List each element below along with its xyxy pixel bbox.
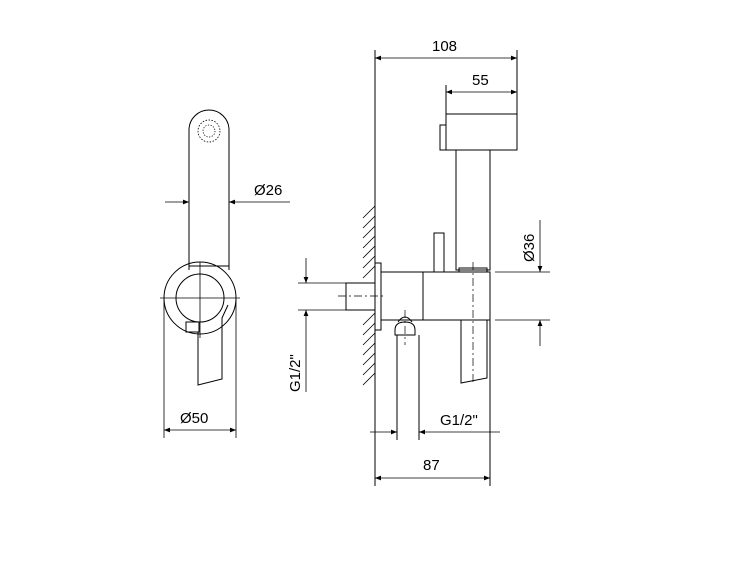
dim-87: 87 <box>423 457 440 474</box>
hose-side <box>197 304 229 386</box>
side-view: Ø26 Ø50 <box>160 109 290 438</box>
hose-front <box>460 320 488 384</box>
dim-diameter-50: Ø50 <box>180 410 208 427</box>
valve-body <box>380 271 491 321</box>
dim-diameter-36: Ø36 <box>521 234 538 262</box>
dim-outlet-thread: G1/2" <box>440 412 478 429</box>
inlet-pipe <box>345 282 376 311</box>
dim-108: 108 <box>432 38 457 55</box>
wall-hatching <box>362 205 376 386</box>
flange <box>374 262 382 331</box>
spray-face-icon <box>197 119 221 143</box>
holder <box>455 149 491 271</box>
nut <box>185 321 200 333</box>
handshower-head <box>445 113 518 151</box>
handshower-side <box>188 109 230 270</box>
trigger-button <box>439 124 447 151</box>
dim-inlet-thread: G1/2" <box>287 354 304 392</box>
front-view: 108 55 Ø36 G1/2" G1/2" 87 <box>287 38 550 486</box>
dim-55: 55 <box>472 72 489 89</box>
dim-diameter-26: Ø26 <box>254 182 282 199</box>
lever <box>433 232 445 273</box>
